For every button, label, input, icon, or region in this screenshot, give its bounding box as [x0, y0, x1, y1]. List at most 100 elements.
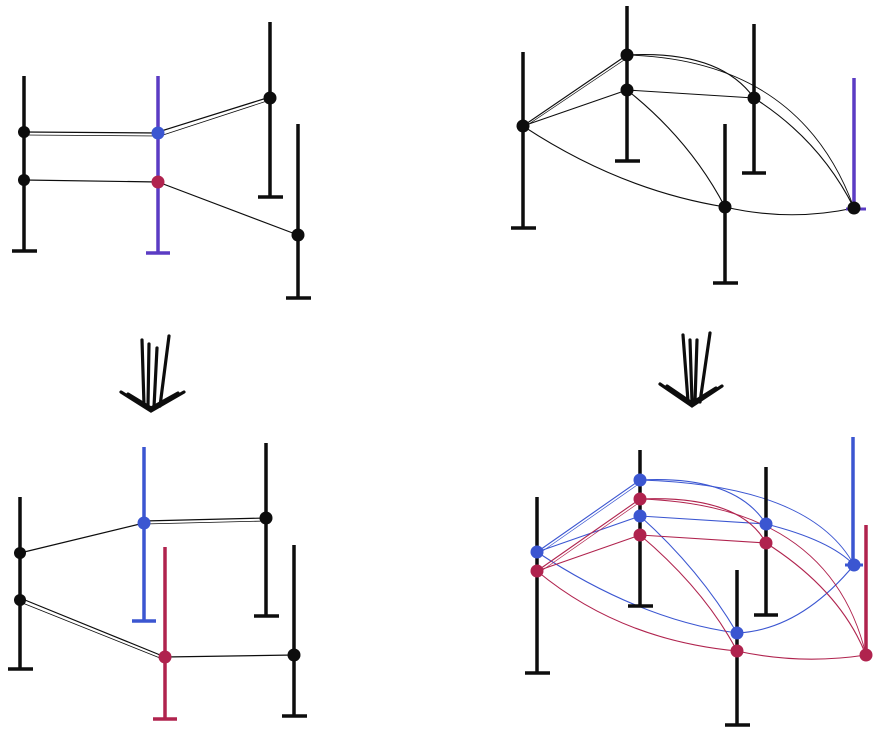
node — [718, 200, 732, 214]
edge — [736, 564, 855, 634]
node — [259, 511, 273, 525]
pole — [8, 497, 33, 671]
pole-highlighted — [846, 78, 866, 211]
pole-red — [153, 547, 177, 721]
node-red — [633, 492, 647, 506]
edge — [522, 57, 628, 129]
edge — [536, 534, 641, 572]
edge — [23, 131, 159, 134]
node-red — [633, 528, 647, 542]
node-red — [730, 644, 744, 658]
node — [14, 594, 26, 606]
edge — [157, 96, 271, 133]
node-blue — [633, 473, 647, 487]
edge — [639, 515, 738, 634]
node-blue — [847, 558, 861, 572]
edge — [536, 482, 641, 556]
panel-bottom-right — [525, 437, 873, 727]
node-blue — [759, 517, 773, 531]
node — [620, 83, 634, 97]
pole — [615, 6, 640, 163]
pole — [254, 443, 279, 618]
pole — [12, 76, 37, 253]
node — [263, 91, 277, 105]
node — [747, 91, 761, 105]
node-blue — [730, 626, 744, 640]
node — [14, 547, 26, 559]
edge — [143, 520, 267, 525]
edge — [23, 179, 159, 183]
pole-blue — [132, 447, 156, 623]
edge — [522, 125, 726, 208]
node-red — [151, 175, 165, 189]
node-red — [859, 648, 873, 662]
edge — [765, 523, 855, 566]
node — [620, 48, 634, 62]
edge — [724, 206, 855, 216]
edge — [157, 181, 299, 236]
node — [291, 228, 305, 242]
edge — [639, 498, 867, 656]
edges — [23, 96, 299, 236]
pole — [286, 124, 311, 300]
edge — [639, 534, 738, 652]
edge — [626, 89, 726, 208]
edges-red — [536, 498, 867, 660]
node-blue — [530, 545, 544, 559]
edge — [626, 89, 755, 99]
edge — [639, 479, 855, 566]
pole — [258, 22, 283, 199]
edges — [19, 517, 295, 661]
node — [18, 126, 30, 138]
double-down-arrow-icon — [119, 334, 186, 413]
panel-bottom-left — [8, 443, 307, 721]
edge — [536, 570, 738, 652]
edge — [639, 534, 767, 544]
pole-highlighted — [146, 76, 170, 255]
node — [847, 201, 861, 215]
edge — [143, 517, 267, 522]
edge — [19, 522, 145, 554]
edge — [639, 498, 767, 544]
panel-top-right — [511, 6, 866, 285]
node — [287, 648, 301, 662]
edge — [536, 479, 641, 553]
edge — [536, 498, 641, 572]
node-red — [530, 564, 544, 578]
node-blue — [151, 126, 165, 140]
node-red — [759, 536, 773, 550]
node-blue — [137, 516, 151, 530]
edge — [23, 134, 159, 137]
edge — [639, 479, 767, 525]
edge — [164, 654, 295, 658]
edge — [639, 515, 767, 525]
edge — [522, 89, 628, 127]
edge — [19, 601, 166, 661]
edge — [159, 99, 271, 137]
node — [516, 119, 530, 133]
edge — [536, 551, 738, 634]
pole — [525, 497, 550, 675]
edges — [522, 53, 855, 216]
edge — [626, 53, 755, 99]
edge — [536, 515, 641, 553]
edge — [626, 54, 855, 209]
pole-blue — [845, 437, 863, 567]
edge — [19, 597, 166, 658]
edge — [536, 501, 641, 575]
node-blue — [633, 509, 647, 523]
edge — [765, 542, 867, 656]
double-down-arrow-icon — [658, 331, 724, 408]
pole — [282, 545, 307, 718]
pole — [511, 52, 536, 230]
edge — [753, 97, 855, 209]
edge — [522, 54, 628, 127]
node-red — [158, 650, 172, 664]
edge — [736, 650, 867, 660]
edges-blue — [536, 479, 855, 634]
panel-top-left — [12, 22, 311, 300]
node — [18, 174, 30, 186]
pole — [628, 450, 653, 608]
